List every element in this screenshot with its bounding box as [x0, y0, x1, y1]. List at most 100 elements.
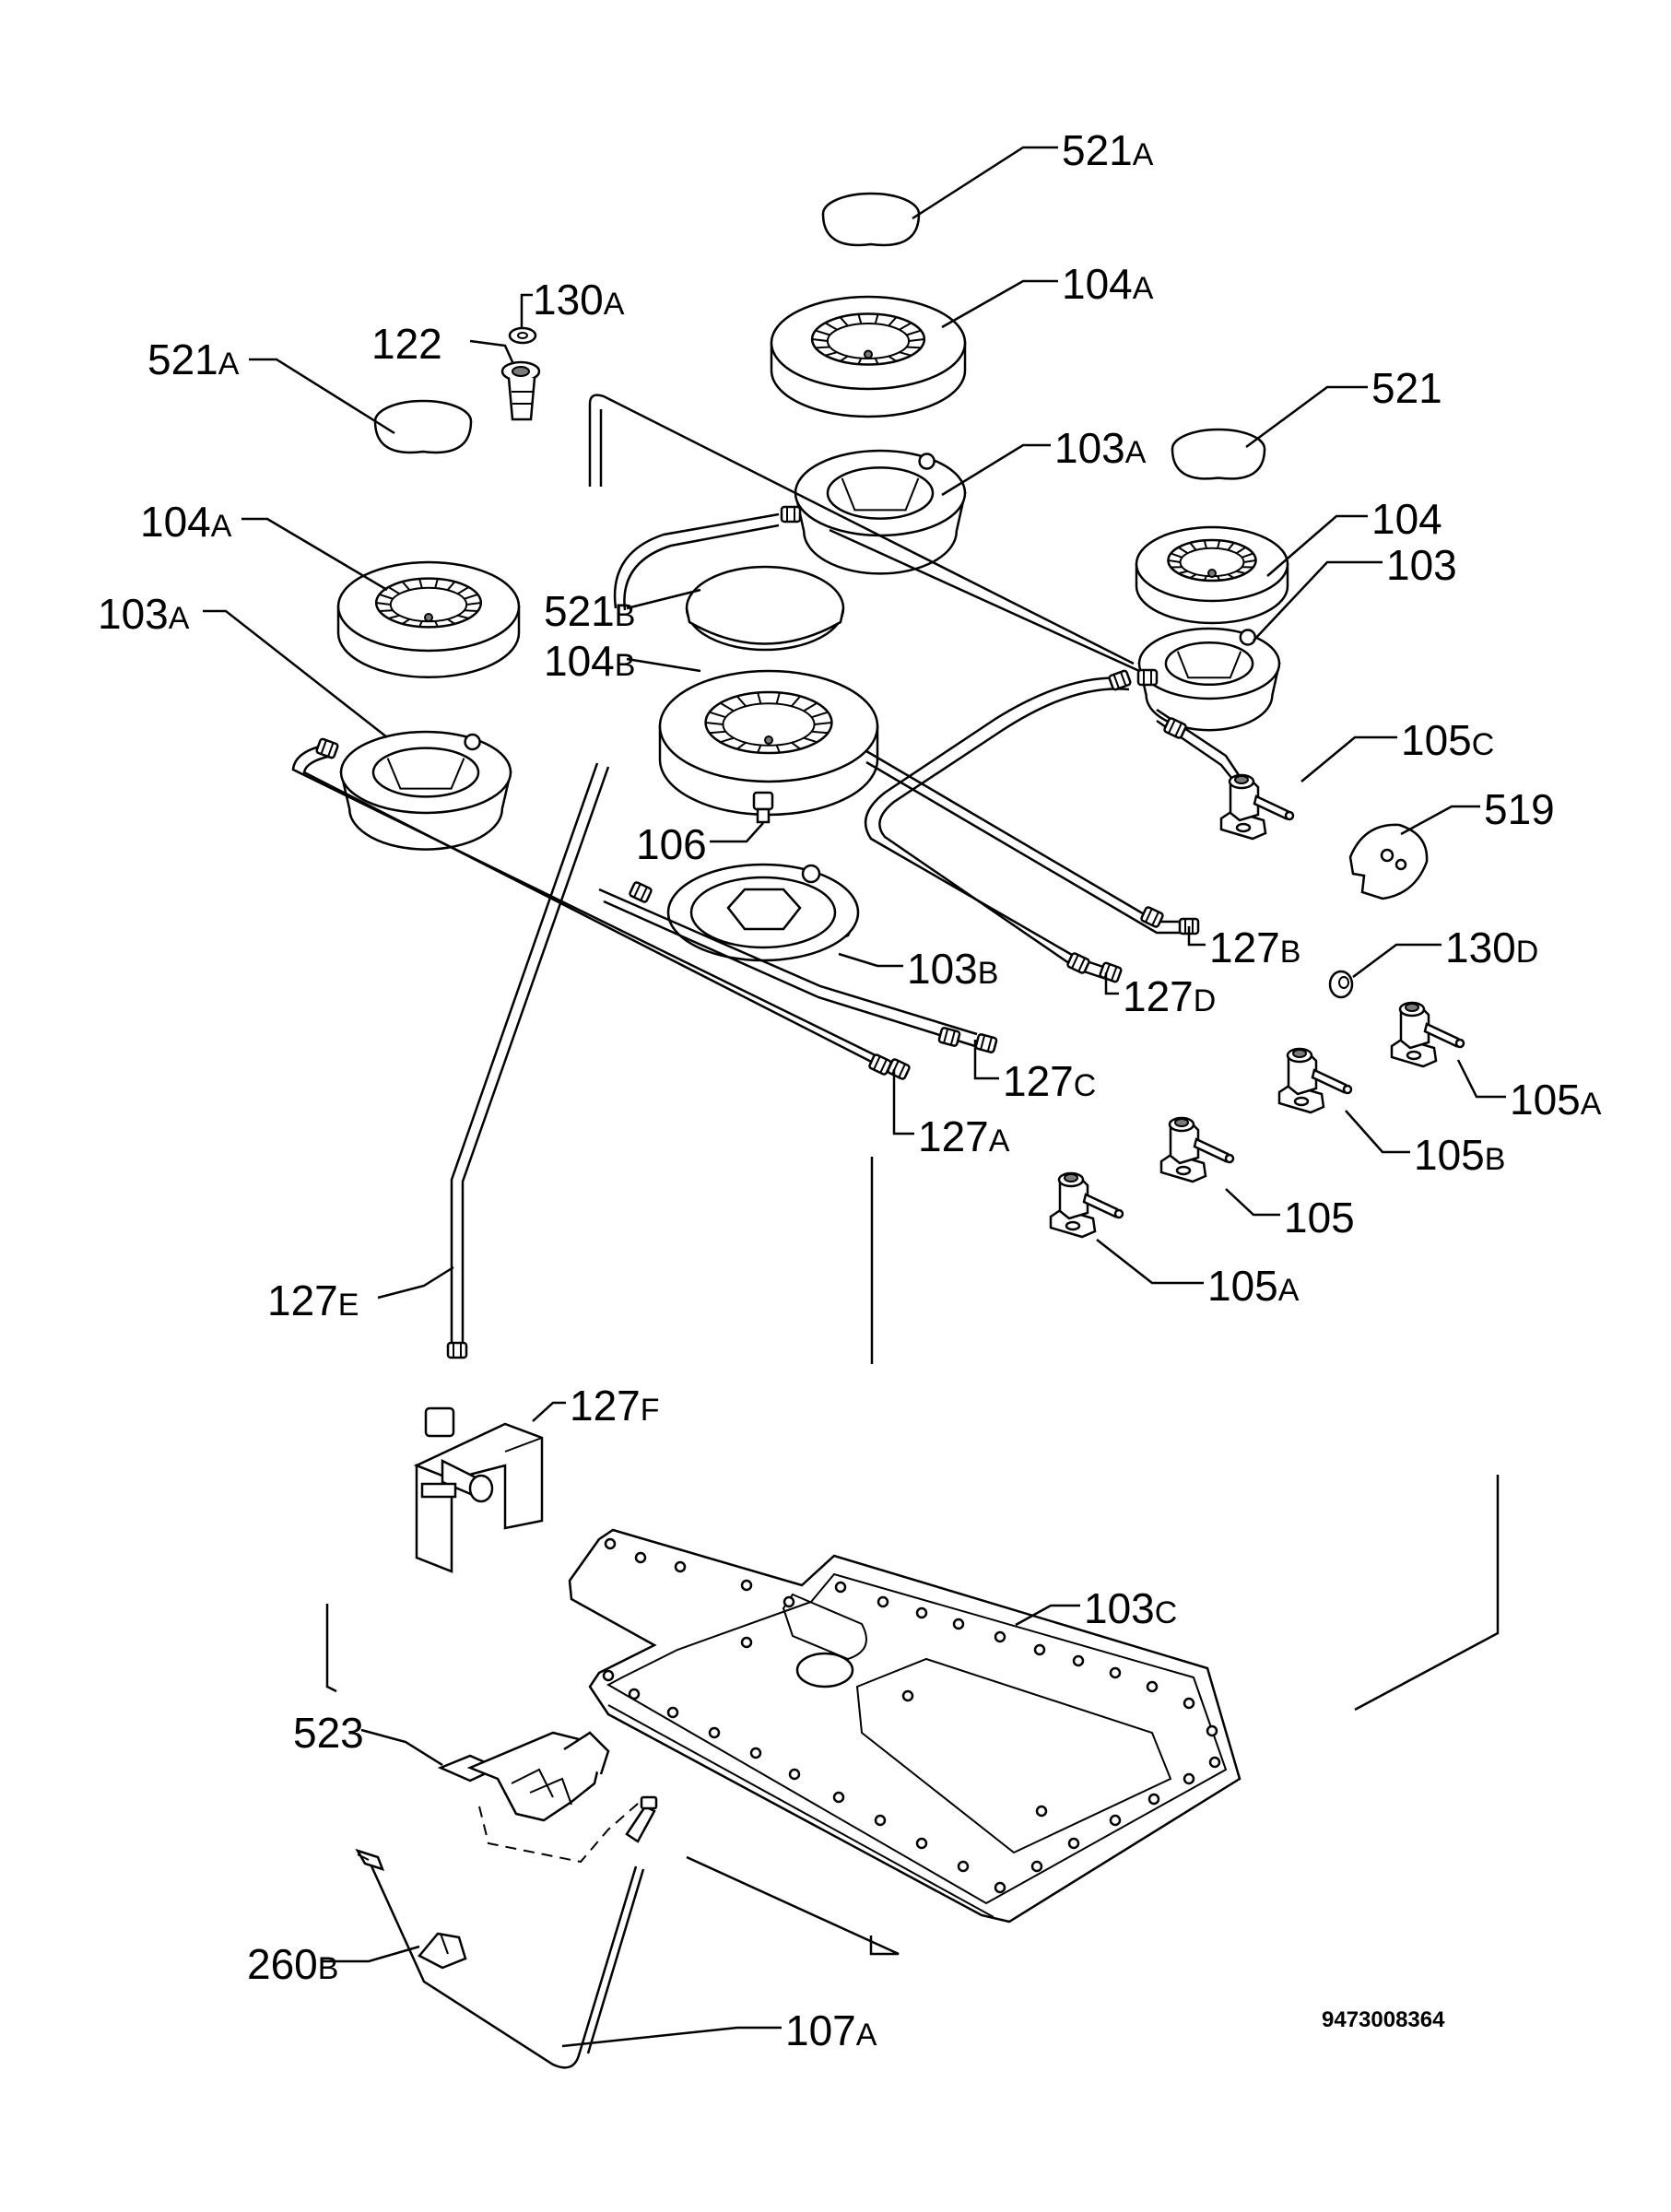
part-suffix: A: [988, 1124, 1010, 1159]
crown-104b-slot: [736, 695, 747, 707]
nut-127e-end-flats: [453, 1343, 462, 1358]
nut-105c-in-flats: [1168, 719, 1183, 737]
crown-104a-top-slot: [839, 316, 849, 327]
tap-105c: [1219, 773, 1295, 841]
part-number: 103: [907, 945, 978, 993]
part-label-104a-top: 104A: [1062, 263, 1153, 305]
crown-104b-slot: [720, 736, 735, 744]
crown-104-slot: [1227, 542, 1235, 551]
crown-104a-left-slot: [376, 602, 391, 606]
frame-guide-c: [325, 1604, 337, 1693]
tray-103c-edge: [607, 1704, 994, 1918]
base-103b-tab: [801, 864, 821, 884]
injector-106-hex: [752, 791, 774, 811]
electrode-107a: [355, 1795, 658, 1871]
nut-127c-start-hex: [629, 881, 653, 903]
part-label-519: 519: [1484, 788, 1555, 830]
tap-105c-spindle: [1253, 794, 1289, 820]
part-number: 105: [1284, 1194, 1355, 1241]
tap-105b-spindle: [1311, 1068, 1347, 1094]
part-number: 107: [785, 2006, 856, 2054]
crown-104a-top-slot: [840, 355, 849, 362]
part-122-body: [507, 377, 536, 421]
injector-106: [752, 791, 774, 824]
tray-103c-hole: [740, 1636, 753, 1649]
part-label-127b: 127B: [1209, 926, 1300, 969]
tray-103c-hole: [1146, 1680, 1159, 1693]
connector-260b: [418, 1932, 467, 1970]
nut-127b-end-flats: [1184, 919, 1194, 934]
part-label-103a-mid: 103A: [1054, 427, 1146, 469]
part-suffix: B: [977, 956, 999, 991]
crown-104b-slot: [803, 736, 818, 744]
part-130a-hole: [517, 332, 528, 339]
tray-103c-hole: [1067, 1837, 1080, 1850]
nut-127a-end-flats: [873, 1055, 888, 1074]
part-number: 104: [1062, 260, 1133, 308]
washer-130d-hole: [1338, 976, 1349, 989]
nut-127c-mid: [937, 1027, 961, 1047]
nut-127e-end-hex: [446, 1341, 468, 1359]
base-103a-top-tab: [918, 453, 936, 470]
pipe-127d-b: [878, 688, 1130, 981]
crown-104a-top-slot: [811, 338, 829, 342]
part-130a-washer: [508, 326, 537, 345]
tap-105: [1159, 1116, 1235, 1183]
nut-127a-start: [315, 737, 339, 759]
tray-103c-hole: [634, 1551, 647, 1564]
part-suffix: B: [614, 598, 636, 633]
leader-line: [561, 2026, 782, 2048]
tray-103c-hole: [952, 1618, 965, 1630]
nut-103a-feed-flats: [786, 507, 795, 522]
tray-103c-slot: [782, 1593, 867, 1661]
part-label-523: 523: [293, 1712, 364, 1754]
tray-103c-hole: [1147, 1793, 1160, 1806]
tap-105a-bottom-spindle-end: [1113, 1208, 1124, 1219]
part-label-105a-right: 105A: [1510, 1078, 1601, 1121]
nut-105c-in: [1163, 717, 1187, 739]
leader-line: [941, 279, 1058, 329]
tray-103c: [568, 1528, 1241, 1924]
crown-104-slot: [1170, 552, 1183, 559]
leader-line: [469, 339, 515, 365]
crown-104-slot: [1227, 573, 1235, 579]
part-number: 127: [918, 1112, 989, 1160]
frame-guide-d: [686, 1855, 900, 1956]
tap-105-hole: [1175, 1165, 1192, 1176]
crown-104a-left-slot: [418, 620, 423, 628]
part-suffix: A: [210, 509, 232, 544]
part-label-127d: 127D: [1123, 975, 1216, 1018]
part-number: 130: [1445, 924, 1516, 971]
crown-104a-top-slot: [874, 313, 879, 324]
part-number: 104: [544, 637, 615, 685]
nut-127e-end: [446, 1341, 468, 1359]
plate-519-hole-a: [1380, 848, 1394, 863]
part-label-103b: 103B: [907, 947, 998, 990]
tap-105b-spindle-end: [1342, 1084, 1353, 1095]
crown-104a-left: [336, 560, 521, 679]
crown-104b-slot: [775, 692, 781, 704]
tray-103c-hole: [874, 1814, 887, 1827]
leader-line: [1345, 1110, 1410, 1154]
crown-104-slot: [1203, 575, 1207, 582]
crown-104b-slot: [791, 695, 801, 707]
leader-line: [1253, 560, 1383, 641]
pipe-127b: [865, 749, 1189, 924]
ignition-523-outline: [478, 1796, 646, 1864]
ignition-523: [437, 1731, 646, 1864]
part-label-106: 106: [636, 823, 707, 865]
nut-103-feed: [1108, 669, 1132, 691]
bracket-127f-tab: [420, 1482, 457, 1499]
tray-103c-hole: [674, 1560, 687, 1573]
crown-104a-top-slot: [906, 329, 922, 336]
nut-127d-end: [1099, 961, 1123, 983]
part-suffix: D: [1515, 935, 1539, 970]
part-label-105: 105: [1284, 1196, 1355, 1239]
tap-105b-port: [1292, 1049, 1307, 1058]
leader-line: [249, 358, 395, 435]
nut-127c-start-flats: [633, 883, 648, 901]
ignition-523-cap: [563, 1731, 610, 1775]
nut-127c-mid-flats: [943, 1028, 956, 1046]
crown-104b: [658, 669, 879, 817]
